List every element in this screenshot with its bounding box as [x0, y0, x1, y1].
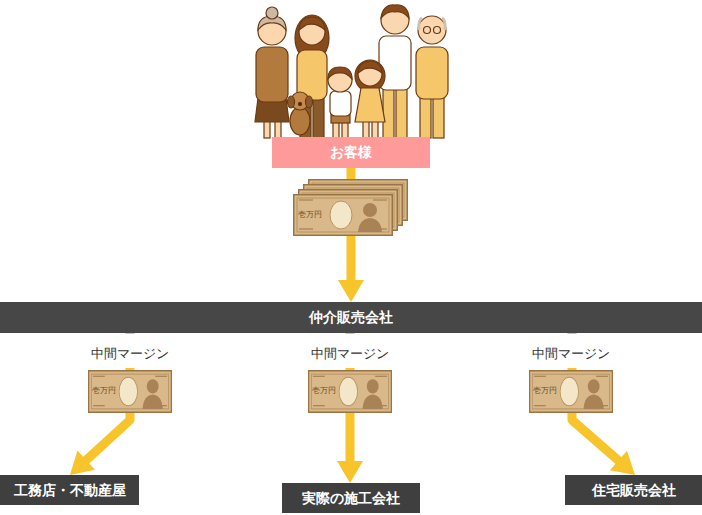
box-label: 住宅販売会社 — [592, 482, 676, 499]
family-illustration — [255, 5, 448, 138]
recipient-box: 実際の施工会社 — [282, 483, 420, 513]
bill-text: 壱万円 — [312, 387, 336, 395]
arrow-head — [70, 451, 95, 475]
bill-text: 壱万円 — [298, 211, 322, 219]
dog-figure — [288, 92, 313, 135]
bill-icon — [309, 371, 392, 412]
recipient-box: 工務店・不動産屋 — [0, 475, 139, 505]
bill-icon — [294, 195, 393, 236]
margin-label: 中間マージン — [527, 334, 615, 368]
margin-label: 中間マージン — [86, 334, 174, 368]
grandmother-figure — [255, 7, 289, 138]
margin-label: 中間マージン — [306, 334, 394, 368]
bill-icon — [89, 371, 172, 412]
bill-text: 壱万円 — [533, 387, 557, 395]
grandfather-figure — [416, 16, 448, 138]
box-label: 仲介販売会社 — [309, 309, 393, 326]
box-label: 工務店・不動産屋 — [14, 482, 126, 499]
girl-figure — [355, 60, 385, 138]
box-label: 実際の施工会社 — [302, 490, 400, 507]
arrow-head — [338, 280, 364, 302]
money-stack — [294, 180, 408, 236]
recipient-box: 住宅販売会社 — [565, 475, 702, 505]
bill-icon — [530, 371, 613, 412]
arrow-head — [337, 461, 363, 483]
company-band: 仲介販売会社 — [0, 302, 702, 333]
box-label: お客様 — [330, 144, 372, 161]
boy-figure — [328, 67, 352, 138]
arrow-head — [610, 451, 635, 475]
bill-text: 壱万円 — [92, 387, 116, 395]
customer-box: お客様 — [272, 137, 430, 168]
